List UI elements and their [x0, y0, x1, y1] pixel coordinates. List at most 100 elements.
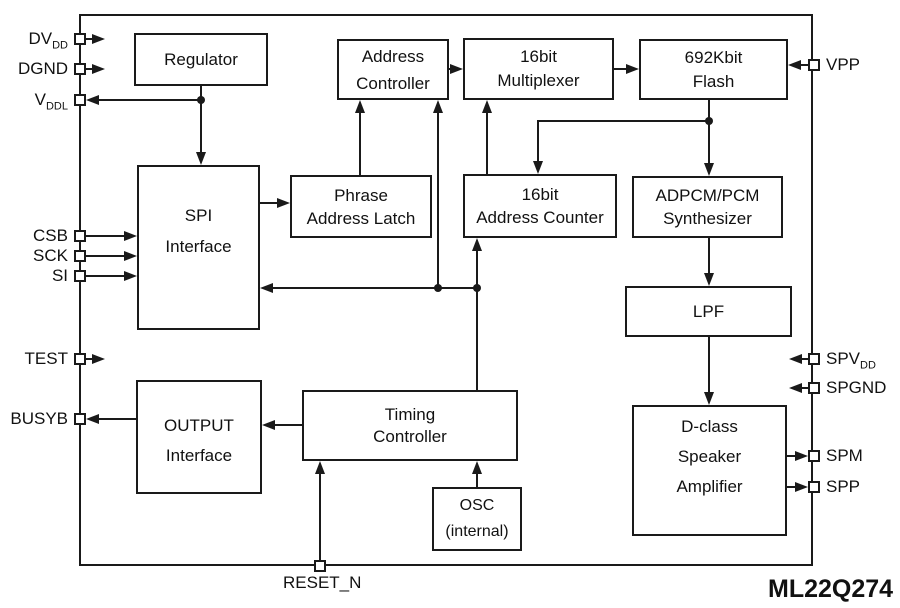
wire-test: [86, 358, 93, 360]
pin-dvdd: [74, 33, 86, 45]
block-label: Interface: [165, 446, 233, 465]
wire-spvdd: [801, 358, 808, 360]
pin-label-reset-n: RESET_N: [283, 573, 362, 592]
wire-flash-branch: [537, 120, 709, 122]
block-label: (internal): [445, 523, 509, 540]
arrowhead: [626, 64, 639, 74]
block-timing-controller: Timing Controller: [302, 390, 518, 461]
block-label: LPF: [692, 302, 725, 321]
block-label: Address Counter: [476, 208, 604, 227]
wire-junction-to-addrctrl: [437, 112, 439, 289]
pin-spm: [808, 450, 820, 462]
wire-counter-to-mux: [486, 112, 488, 174]
pin-label-dgnd: DGND: [17, 59, 68, 78]
arrowhead: [704, 392, 714, 405]
block-16bit-address-counter: 16bit Address Counter: [463, 174, 617, 238]
pin-label-busyb: BUSYB: [10, 409, 68, 428]
arrowhead: [789, 383, 802, 393]
pin-label-spp: SPP: [826, 477, 861, 496]
block-label: 16bit: [521, 185, 559, 204]
arrowhead: [124, 271, 137, 281]
arrowhead: [124, 231, 137, 241]
wire-timing-to-output: [274, 424, 302, 426]
block-label: OSC: [459, 497, 495, 514]
block-label: OUTPUT: [164, 416, 234, 435]
arrowhead: [433, 100, 443, 113]
block-label: D-class: [681, 416, 738, 436]
pin-label-dvdd: DVDD: [28, 29, 68, 52]
arrowhead: [262, 420, 275, 430]
block-d-class-speaker-amplifier: D-class Speaker Amplifier: [632, 405, 787, 536]
block-16bit-multiplexer: 16bit Multiplexer: [463, 38, 614, 100]
wire-reset-to-timing: [319, 474, 321, 561]
block-label: Multiplexer: [497, 71, 580, 90]
wire-branch-to-counter: [537, 120, 539, 162]
pin-sck: [74, 250, 86, 262]
block-adpcm-pcm-synthesizer: ADPCM/PCM Synthesizer: [632, 176, 783, 238]
arrowhead: [277, 198, 290, 208]
block-lpf: LPF: [625, 286, 792, 337]
arrowhead: [789, 354, 802, 364]
block-label: Controller: [373, 426, 447, 446]
wire-junction-to-counter: [476, 251, 478, 288]
wire-amp-to-spp: [787, 486, 796, 488]
wire-junction-to-timing: [476, 288, 478, 390]
block-label: Interface: [165, 236, 232, 256]
junction-dot: [434, 284, 442, 292]
chip-outline: [79, 14, 813, 566]
block-label: Phrase: [334, 185, 388, 205]
block-output-interface: OUTPUT Interface: [136, 380, 262, 494]
pin-label-spvdd: SPVDD: [826, 349, 876, 372]
block-osc: OSC (internal): [432, 487, 522, 551]
block-label: ADPCM/PCM: [655, 186, 760, 205]
pin-label-spgnd: SPGND: [826, 378, 887, 397]
wire-osc-to-timing: [476, 474, 478, 487]
pin-vpp: [808, 59, 820, 71]
block-spi-interface: SPI Interface: [137, 165, 260, 330]
pin-spgnd: [808, 382, 820, 394]
arrowhead: [472, 238, 482, 251]
wire-flash-to-synth: [708, 100, 710, 164]
part-number: ML22Q274: [768, 575, 894, 603]
block-label: Timing: [384, 404, 436, 424]
arrowhead: [795, 482, 808, 492]
block-label: Speaker: [677, 446, 742, 466]
block-label: Regulator: [164, 50, 238, 69]
block-label: 16bit: [520, 47, 557, 66]
junction-dot: [705, 117, 713, 125]
pin-label-spm: SPM: [826, 446, 863, 465]
wire-spi-to-latch: [260, 202, 278, 204]
arrowhead: [92, 64, 105, 74]
pin-csb: [74, 230, 86, 242]
pin-si: [74, 270, 86, 282]
arrowhead: [315, 461, 325, 474]
block-label: SPI: [184, 205, 213, 225]
wire-sck: [86, 255, 125, 257]
pin-label-si: SI: [51, 266, 68, 285]
block-label: Flash: [692, 71, 735, 91]
wire-dvdd: [86, 38, 93, 40]
block-label: Address Latch: [306, 208, 416, 228]
block-label: Controller: [356, 73, 430, 93]
pin-busyb: [74, 413, 86, 425]
wire-amp-to-spm: [787, 455, 796, 457]
pin-test: [74, 353, 86, 365]
wire-bus-to-spi: [272, 287, 478, 289]
arrowhead: [355, 100, 365, 113]
arrowhead: [86, 95, 99, 105]
arrowhead: [450, 64, 463, 74]
arrowhead: [124, 251, 137, 261]
arrowhead: [795, 451, 808, 461]
wire-dgnd: [86, 68, 93, 70]
arrowhead: [704, 273, 714, 286]
block-label: 692Kbit: [684, 47, 743, 67]
wire-mux-to-flash: [614, 68, 627, 70]
arrowhead: [86, 414, 99, 424]
pin-spvdd: [808, 353, 820, 365]
wire-csb: [86, 235, 125, 237]
wire-regulator-to-spi: [200, 86, 202, 153]
arrowhead: [92, 354, 105, 364]
pin-dgnd: [74, 63, 86, 75]
block-label: Synthesizer: [663, 209, 752, 228]
